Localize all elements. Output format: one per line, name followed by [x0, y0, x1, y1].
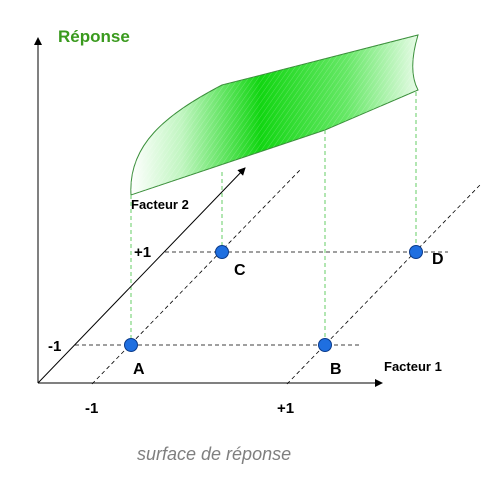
factor2-tick-minus: -1 — [48, 338, 61, 355]
point-b — [318, 338, 332, 352]
point-d — [409, 245, 423, 259]
point-label-b: B — [330, 361, 342, 378]
caption: surface de réponse — [137, 444, 291, 464]
factor2-axis — [37, 167, 246, 384]
factor2-tick-plus: +1 — [134, 244, 151, 261]
point-label-d: D — [432, 251, 444, 268]
grid-line-f1-plus — [286, 184, 481, 385]
response-label: Réponse — [58, 27, 130, 46]
point-a — [124, 338, 138, 352]
factor1-label: Facteur 1 — [384, 359, 442, 374]
factor1-tick-minus: -1 — [85, 400, 98, 417]
factor2-label: Facteur 2 — [131, 197, 189, 212]
point-label-c: C — [234, 262, 246, 279]
grid-line-f1-minus — [91, 169, 301, 385]
factor1-tick-plus: +1 — [277, 400, 294, 417]
point-label-a: A — [133, 361, 145, 378]
point-c — [215, 245, 229, 259]
response-surface-texture — [130, 35, 418, 195]
